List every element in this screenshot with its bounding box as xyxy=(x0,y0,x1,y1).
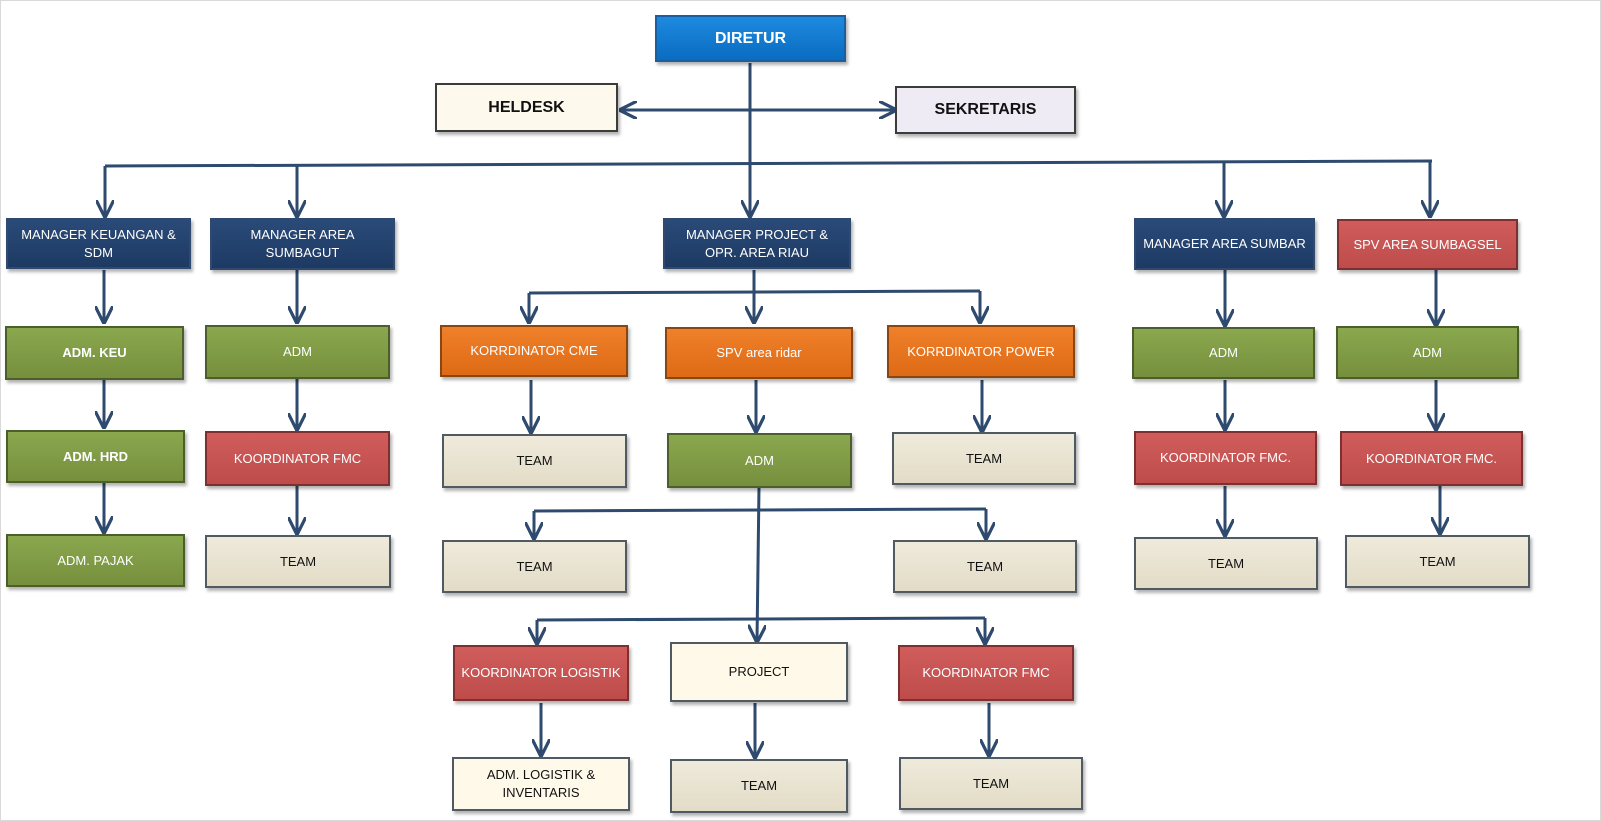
riau-fmc-team-box: TEAM xyxy=(899,757,1083,810)
korrdinator-cme-box: KORRDINATOR CME xyxy=(440,325,628,377)
sumbar-adm-box: ADM xyxy=(1132,327,1315,379)
ridar-team-left-box: TEAM xyxy=(442,540,627,593)
sumbar-koordinator-fmc-box: KOORDINATOR FMC. xyxy=(1134,431,1317,485)
ridar-adm-box: ADM xyxy=(667,433,852,488)
adm-logistik-box: ADM. LOGISTIK & INVENTARIS xyxy=(452,757,630,811)
project-team-box: TEAM xyxy=(670,759,848,813)
manager-sumbar-box: MANAGER AREA SUMBAR xyxy=(1134,218,1315,270)
manager-sumbagut-box: MANAGER AREA SUMBAGUT xyxy=(210,218,395,270)
sumbagut-koordinator-fmc-box: KOORDINATOR FMC xyxy=(205,431,390,486)
korrdinator-power-box: KORRDINATOR POWER xyxy=(887,325,1075,378)
sekretaris-box: SEKRETARIS xyxy=(895,86,1076,134)
sumbagut-team-box: TEAM xyxy=(205,535,391,588)
heldesk-box: HELDESK xyxy=(435,83,618,132)
sumbar-team-box: TEAM xyxy=(1134,537,1318,590)
project-box: PROJECT xyxy=(670,642,848,702)
adm-pajak-box: ADM. PAJAK xyxy=(6,534,185,587)
spv-sumbagsel-box: SPV AREA SUMBAGSEL xyxy=(1337,219,1518,270)
connector-manager-bus xyxy=(104,159,1433,168)
ridar-team-right-box: TEAM xyxy=(893,540,1077,593)
sumbagsel-adm-box: ADM xyxy=(1336,326,1519,379)
sumbagut-adm-box: ADM xyxy=(205,325,390,379)
riau-koordinator-fmc-box: KOORDINATOR FMC xyxy=(898,645,1074,701)
cme-team-box: TEAM xyxy=(442,434,627,488)
manager-project-box: MANAGER PROJECT & OPR. AREA RIAU xyxy=(663,218,851,269)
manager-keuangan-box: MANAGER KEUANGAN & SDM xyxy=(6,218,191,269)
sumbagsel-team-box: TEAM xyxy=(1345,535,1530,588)
adm-hrd-box: ADM. HRD xyxy=(6,430,185,483)
diretur-box: DIRETUR xyxy=(655,15,846,62)
spv-area-ridar-box: SPV area ridar xyxy=(665,327,853,379)
power-team-box: TEAM xyxy=(892,432,1076,485)
adm-keu-box: ADM. KEU xyxy=(5,326,184,380)
sumbagsel-koordinator-fmc-box: KOORDINATOR FMC. xyxy=(1340,431,1523,486)
koordinator-logistik-box: KOORDINATOR LOGISTIK xyxy=(453,645,629,701)
